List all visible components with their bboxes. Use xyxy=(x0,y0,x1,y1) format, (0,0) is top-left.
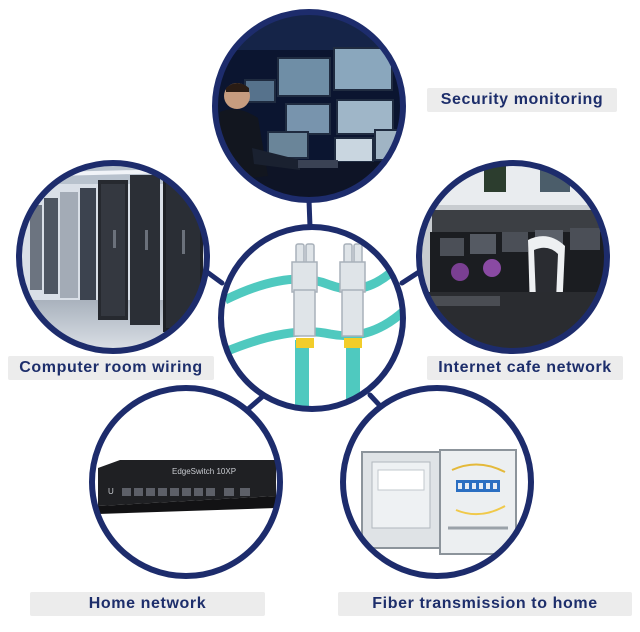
switch-brand-text: EdgeSwitch 10XP xyxy=(172,467,236,476)
label-security-monitoring: Security monitoring xyxy=(427,88,617,112)
fiber-patch-cable-photo xyxy=(218,224,406,412)
label-computer-room-wiring: Computer room wiring xyxy=(8,356,214,380)
connector-lines xyxy=(204,197,422,413)
computer-room-photo xyxy=(16,160,210,354)
fiber-distribution-box-photo xyxy=(340,385,534,579)
label-internet-cafe-network: Internet cafe network xyxy=(427,356,623,380)
svg-text:U: U xyxy=(108,487,114,496)
internet-cafe-photo xyxy=(416,160,610,354)
label-home-network: Home network xyxy=(30,592,265,616)
security-monitoring-photo xyxy=(212,9,406,203)
label-fiber-transmission-to-home: Fiber transmission to home xyxy=(338,592,632,616)
home-network-photo: EdgeSwitch 10XP U xyxy=(89,385,283,579)
